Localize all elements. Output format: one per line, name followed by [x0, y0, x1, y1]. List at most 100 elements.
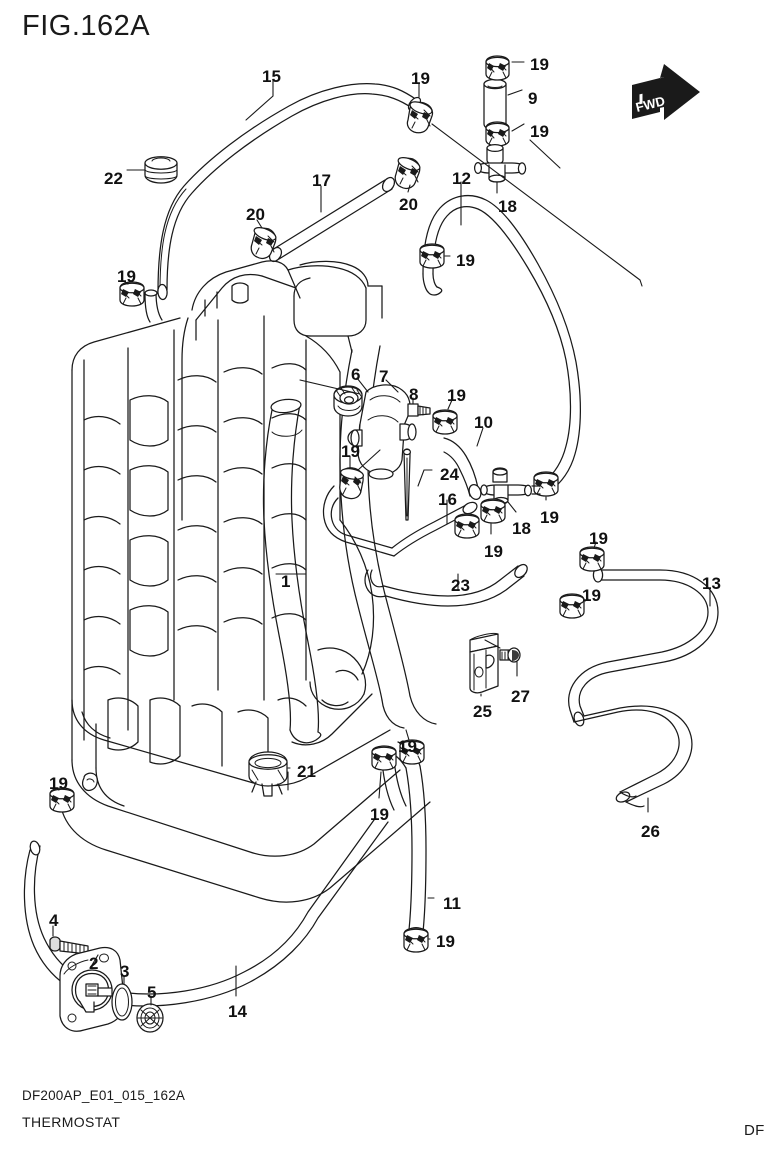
thermostat-case-7 — [347, 384, 417, 480]
leader-19-bottomleft — [55, 787, 60, 791]
t-joint-18-middle — [480, 467, 533, 505]
callout-number-19: 19 — [530, 55, 549, 74]
callout-number-19: 19 — [411, 69, 430, 88]
callout-number-19: 19 — [456, 251, 475, 270]
callout-number-18: 18 — [498, 197, 517, 216]
footer-right-code: DF — [744, 1122, 765, 1139]
callout-number-20: 20 — [246, 205, 265, 224]
page-title: FIG.162A — [22, 10, 151, 42]
callout-number-26: 26 — [641, 822, 660, 841]
leader-19-thermostat-b — [357, 449, 381, 471]
hose-16 — [391, 501, 478, 557]
leader-19-top-b — [529, 139, 561, 169]
t-joint-18 — [473, 143, 527, 183]
hose-10 — [443, 437, 482, 501]
hose-clamp-19-hose16 — [454, 513, 480, 539]
thermostat-6 — [333, 385, 363, 417]
forward-direction-arrow: FWD — [632, 64, 700, 120]
hose-clamp-19-hose13-a — [579, 546, 605, 572]
callout-number-16: 16 — [438, 490, 457, 509]
leader-19-left — [124, 281, 129, 285]
hose-left-small — [144, 289, 163, 323]
hose-12 — [422, 194, 581, 494]
leader-19-branch-b — [405, 729, 410, 741]
callout-number-23: 23 — [451, 576, 470, 595]
hose-clamp-19-top-b — [485, 121, 510, 147]
callout-number-20: 20 — [399, 195, 418, 214]
hose-clamp-19-hose11-bottom — [403, 927, 429, 953]
callout-number-24: 24 — [440, 465, 459, 484]
cylinder-block-1 — [59, 260, 431, 903]
leader-19-hose13-b — [584, 598, 589, 602]
leader-6-long — [299, 379, 361, 395]
callout-number-19: 19 — [484, 542, 503, 561]
callout-number-3: 3 — [120, 962, 130, 981]
leader-19-hose10 — [447, 399, 453, 410]
callout-number-19: 19 — [530, 122, 549, 141]
leader-15 — [245, 79, 274, 121]
leader-19-branch-a — [378, 771, 382, 799]
callout-number-14: 14 — [228, 1002, 247, 1021]
callout-number-5: 5 — [147, 983, 157, 1002]
hose-23 — [364, 563, 528, 607]
bolt-8 — [407, 403, 431, 417]
callout-number-27: 27 — [511, 687, 530, 706]
bolt-27 — [499, 647, 521, 663]
leader-7 — [385, 379, 399, 393]
hose-clamp-19-on-hose15 — [406, 101, 434, 134]
callout-number-15: 15 — [262, 67, 281, 86]
callout-number-10: 10 — [474, 413, 493, 432]
leader-20-left — [256, 219, 263, 229]
thermostat-cover-2 — [59, 946, 126, 1032]
footer-part-code: DF200AP_E01_015_162A — [22, 1088, 186, 1103]
callout-number-19: 19 — [582, 586, 601, 605]
hose-clamp-19-branch-a — [371, 745, 397, 771]
hose-clamp-19-branch-b — [399, 739, 425, 765]
hose-clamp-19-hose13-b — [559, 593, 585, 619]
callout-number-8: 8 — [409, 385, 419, 404]
hose-26 — [573, 705, 693, 808]
callout-number-19: 19 — [341, 442, 360, 461]
callout-number-19: 19 — [117, 267, 136, 286]
hose-clamp-19-hose10 — [432, 409, 458, 435]
svg-text:FWD: FWD — [634, 93, 666, 115]
leader-20-right — [407, 184, 411, 193]
leader-18-middle — [507, 501, 517, 513]
hose-clamp-19-bottomleft — [49, 787, 75, 813]
hose-clamp-19-thermostat — [339, 467, 364, 500]
hose-clamp-19-t-right — [533, 471, 559, 497]
pin-24 — [402, 448, 412, 521]
callout-number-9: 9 — [528, 89, 538, 108]
leader-24 — [417, 469, 433, 487]
callout-number-21: 21 — [297, 762, 316, 781]
callout-number-19: 19 — [447, 386, 466, 405]
grommet-22 — [144, 156, 178, 184]
bracket-25 — [469, 633, 499, 694]
hose-clamp-20-right — [394, 157, 421, 189]
footer-section-name: THERMOSTAT — [22, 1114, 121, 1130]
leader-19-top-c — [511, 123, 525, 132]
callout-number-7: 7 — [379, 367, 389, 386]
hose-11 — [383, 741, 427, 936]
callout-number-6: 6 — [351, 365, 361, 384]
callout-number-22: 22 — [104, 169, 123, 188]
hose-clamp-21 — [248, 751, 288, 797]
leader-19-hose13-a — [593, 541, 597, 549]
block-hose-vertical — [262, 398, 322, 744]
leader-25-b — [484, 639, 501, 649]
leader-long-upper — [431, 123, 643, 287]
hose-13 — [568, 567, 719, 727]
callout-number-2: 2 — [89, 954, 99, 973]
callout-number-19: 19 — [540, 508, 559, 527]
hose-15 — [157, 83, 422, 301]
callout-number-19: 19 — [370, 805, 389, 824]
leader-9 — [507, 89, 523, 96]
callout-number-17: 17 — [312, 171, 331, 190]
callout-number-11: 11 — [443, 894, 461, 913]
leader-6 — [356, 377, 369, 393]
hose-t-right-small — [531, 485, 541, 495]
callout-number-1: 1 — [281, 572, 291, 591]
callout-number-4: 4 — [49, 911, 59, 930]
